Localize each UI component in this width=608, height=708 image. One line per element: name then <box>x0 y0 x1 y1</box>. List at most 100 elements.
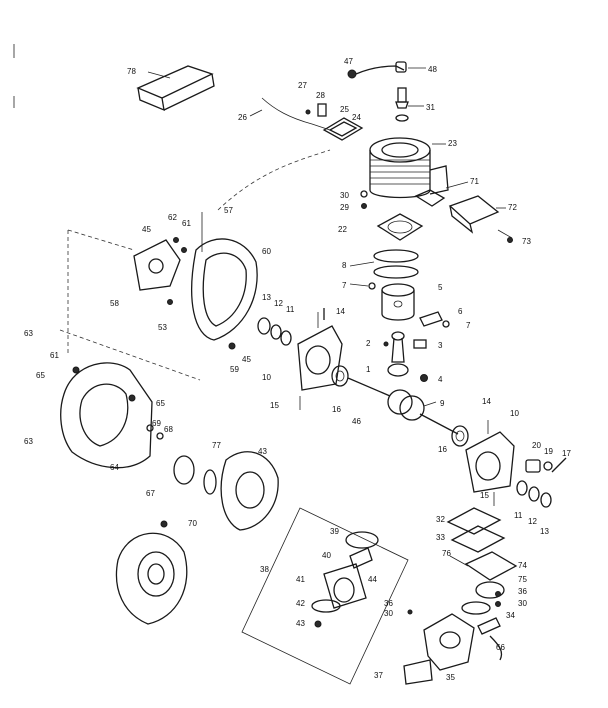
part-38-starter-assembly <box>311 531 379 628</box>
callout-11-right: 11 <box>514 511 523 520</box>
part-32-33-reed-plates <box>446 507 506 553</box>
guide-line <box>67 229 135 251</box>
part-37-filter <box>403 659 433 685</box>
callout-69: 69 <box>152 419 161 428</box>
part-35-carburetor <box>423 613 475 671</box>
callout-53: 53 <box>158 323 167 332</box>
callout-63-top: 63 <box>24 329 33 338</box>
callout-23: 23 <box>448 139 457 148</box>
callout-78: 78 <box>127 67 136 76</box>
callout-29: 29 <box>340 203 349 212</box>
callout-38: 38 <box>260 565 269 574</box>
part-9-crankshaft <box>347 377 459 435</box>
callout-9: 9 <box>440 399 445 408</box>
callout-8: 8 <box>342 261 347 270</box>
callout-16-left: 16 <box>332 405 341 414</box>
callout-28: 28 <box>316 91 325 100</box>
callout-26: 26 <box>238 113 247 122</box>
callout-12-right: 12 <box>528 517 537 526</box>
callout-37: 37 <box>374 671 383 680</box>
part-74-75-76-adapter <box>449 551 518 599</box>
callout-11-left: 11 <box>286 305 295 314</box>
guide-line <box>217 149 331 211</box>
part-22-base-gasket <box>376 213 424 241</box>
callout-63-bottom: 63 <box>24 437 33 446</box>
callout-67: 67 <box>146 489 155 498</box>
callout-57: 57 <box>224 206 233 215</box>
callout-7-top: 7 <box>342 281 347 290</box>
callout-15-right: 15 <box>480 491 489 500</box>
callout-44: 44 <box>368 575 377 584</box>
part-16-bearings <box>331 365 469 447</box>
part-4-nut <box>420 374 428 382</box>
callout-45-top: 45 <box>142 225 151 234</box>
callout-4: 4 <box>438 375 443 384</box>
part-64-fan-shroud <box>60 362 153 469</box>
part-66-fuel-line <box>489 635 503 661</box>
part-misc-pins <box>167 299 325 350</box>
callout-41: 41 <box>296 575 305 584</box>
part-43-fan <box>220 451 279 531</box>
part-47-48-spark-plug-lead <box>347 61 426 79</box>
callout-16-right: 16 <box>438 445 447 454</box>
callout-48: 48 <box>428 65 437 74</box>
callout-27: 27 <box>298 81 307 90</box>
part-30-34-36-fittings <box>407 591 501 635</box>
callout-25: 25 <box>340 105 349 114</box>
callout-61-left: 61 <box>50 351 59 360</box>
callout-33: 33 <box>436 533 445 542</box>
callout-35: 35 <box>446 673 455 682</box>
callout-40: 40 <box>322 551 331 560</box>
callout-30-top: 30 <box>340 191 349 200</box>
callout-10-left: 10 <box>262 373 271 382</box>
callout-20: 20 <box>532 441 541 450</box>
part-71-72-73-muffler <box>414 181 513 243</box>
callout-68: 68 <box>164 425 173 434</box>
callout-47: 47 <box>344 57 353 66</box>
callout-65-mid: 65 <box>156 399 165 408</box>
callout-66: 66 <box>496 643 505 652</box>
callout-39: 39 <box>330 527 339 536</box>
callout-75: 75 <box>518 575 527 584</box>
callout-31-top: 31 <box>426 103 435 112</box>
part-31-spark-plug <box>395 87 424 122</box>
part-8-piston-rings <box>349 249 419 279</box>
callout-32: 32 <box>436 515 445 524</box>
callout-15-left: 15 <box>270 401 279 410</box>
callout-46: 46 <box>352 417 361 426</box>
part-5-6-7-piston <box>349 282 450 328</box>
callout-73: 73 <box>522 237 531 246</box>
callout-24: 24 <box>352 113 361 122</box>
callout-42: 42 <box>296 599 305 608</box>
callout-72: 72 <box>508 203 517 212</box>
callout-43-top: 43 <box>258 447 267 456</box>
part-10-crankcase-right <box>465 420 515 506</box>
callout-13-left: 13 <box>262 293 271 302</box>
part-77-flywheel <box>173 455 217 495</box>
callout-77: 77 <box>212 441 221 450</box>
part-24-25-gasket-plate <box>322 117 364 141</box>
part-17-19-20-fasteners <box>525 457 567 473</box>
callout-58: 58 <box>110 299 119 308</box>
callout-3: 3 <box>438 341 443 350</box>
part-1-2-3-connecting-rod <box>383 331 427 377</box>
callout-2: 2 <box>366 339 371 348</box>
part-26-27-28-wire-clips <box>249 97 331 131</box>
group-38-outline <box>241 507 409 685</box>
callout-10-right: 10 <box>510 409 519 418</box>
callout-7-right: 7 <box>466 321 471 330</box>
callout-59: 59 <box>230 365 239 374</box>
callout-30-left: 30 <box>384 609 393 618</box>
part-11-12-13-seals-left <box>257 317 292 346</box>
callout-36-left: 36 <box>384 599 393 608</box>
callout-30-right: 30 <box>518 599 527 608</box>
callout-19: 19 <box>544 447 553 456</box>
callout-5: 5 <box>438 283 443 292</box>
callout-61-top: 61 <box>182 219 191 228</box>
part-11-12-13-seals-right <box>516 480 552 508</box>
callout-6: 6 <box>458 307 463 316</box>
callout-45-mid: 45 <box>242 355 251 364</box>
callout-17: 17 <box>562 449 571 458</box>
callout-76: 76 <box>442 549 451 558</box>
